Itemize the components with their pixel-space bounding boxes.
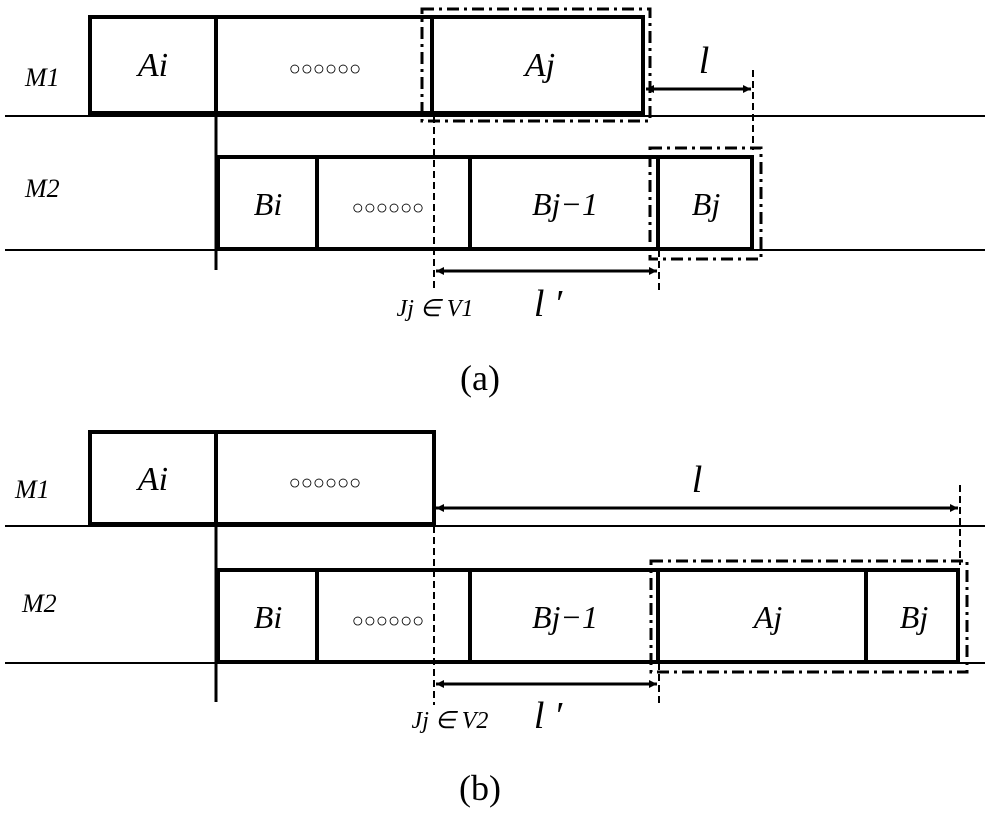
highlight-aj-bj (649, 559, 969, 674)
label-dots: ○○○○○○ (289, 472, 361, 494)
j-label: Jj ∈ V1 (397, 296, 474, 322)
caption-b: (b) (459, 768, 501, 808)
m2-label: M2 (24, 174, 60, 203)
m2-label: M2 (21, 589, 57, 618)
job-box-ai (88, 430, 218, 526)
label-aj: Aj (752, 599, 783, 635)
l-prime-label: l ′ (534, 695, 563, 737)
highlight-bj (648, 146, 763, 261)
job-box-ai (88, 15, 218, 115)
l-label: l (692, 459, 703, 501)
job-box-bj-1 (468, 155, 660, 251)
panel-a: M1 M2 Ai ○○○○○○ Aj Bi ○○○○○○ Bj−1 Bj l l… (5, 7, 985, 398)
label-bj-1: Bj−1 (532, 599, 598, 635)
l-prime-label: l ′ (534, 283, 563, 325)
label-aj: Aj (523, 47, 555, 84)
job-box-aj (656, 568, 868, 664)
label-bj-1: Bj−1 (532, 186, 598, 222)
job-box-bi (216, 568, 319, 664)
highlight-aj (420, 7, 652, 123)
job-box-bj (656, 155, 754, 251)
j-label: Jj ∈ V2 (412, 708, 489, 734)
job-box-bj (864, 568, 960, 664)
job-box-aj (430, 15, 645, 115)
label-dots-m2: ○○○○○○ (352, 197, 424, 219)
label-bj: Bj (692, 186, 721, 222)
label-ai: Ai (136, 461, 168, 498)
label-ai: Ai (136, 47, 168, 84)
caption-a: (a) (460, 358, 500, 398)
job-box-dots (214, 430, 436, 526)
job-box-dots-m2 (315, 155, 472, 251)
l-label: l (699, 40, 710, 82)
job-box-bi (216, 155, 319, 251)
label-dots-m2: ○○○○○○ (352, 610, 424, 632)
m1-label: M1 (14, 475, 50, 504)
job-box-dots (214, 15, 434, 115)
panel-b: M1 M2 Ai ○○○○○○ Bi ○○○○○○ Bj−1 Aj Bj l l… (5, 430, 985, 808)
label-bi: Bi (254, 186, 282, 222)
m1-label: M1 (24, 63, 60, 92)
label-dots: ○○○○○○ (289, 58, 361, 80)
label-bi: Bi (254, 599, 282, 635)
label-bj: Bj (900, 599, 929, 635)
job-box-bj-1 (468, 568, 660, 664)
job-box-dots-m2 (315, 568, 472, 664)
